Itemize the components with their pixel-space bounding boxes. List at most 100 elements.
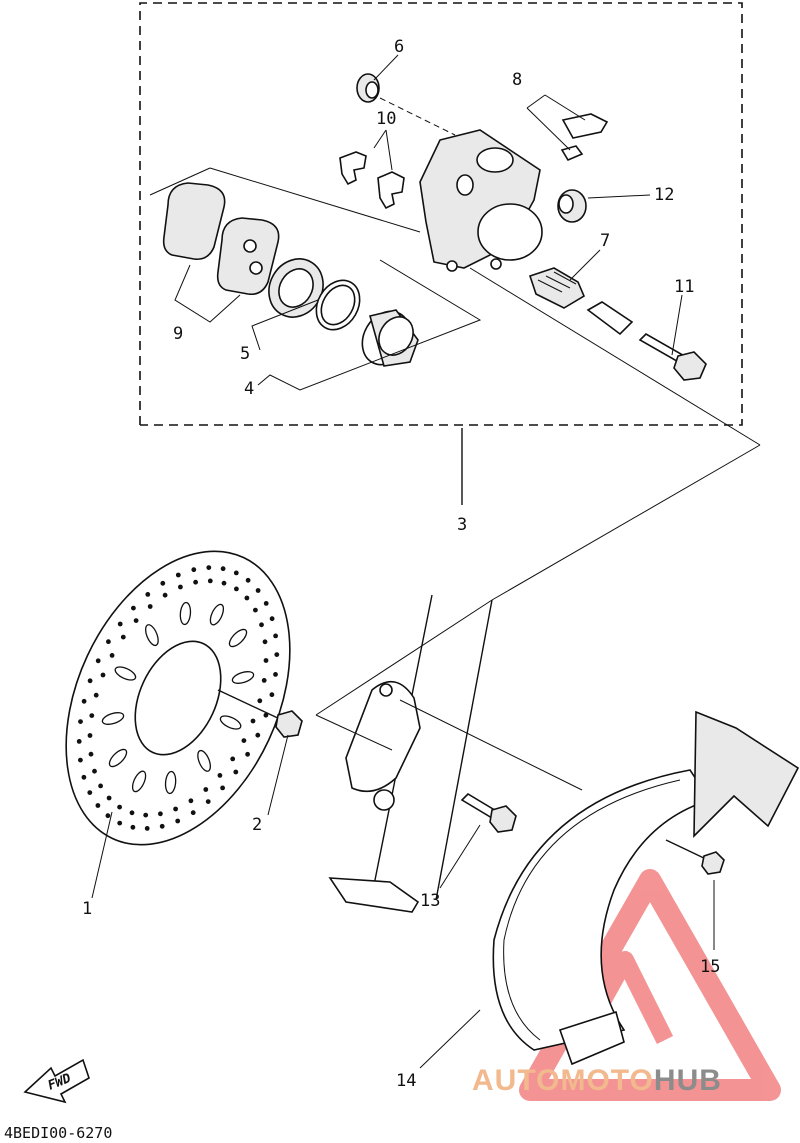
caliper-assembly-boundary xyxy=(139,2,743,505)
disc-hole xyxy=(129,810,135,816)
disc-holes xyxy=(76,565,280,831)
disc-slot xyxy=(114,666,137,681)
disc-hole xyxy=(220,566,226,572)
disc-hole xyxy=(269,692,275,698)
disc-hole xyxy=(234,586,239,592)
label-2: 2 xyxy=(252,815,262,835)
disc-hole xyxy=(274,652,280,657)
disc-hole xyxy=(143,812,149,818)
disc-hole xyxy=(98,783,103,789)
disc-hole xyxy=(100,672,106,678)
disc-hole xyxy=(188,798,194,804)
disc-slot xyxy=(131,770,147,793)
part-5-seals xyxy=(251,258,361,351)
disc-hole xyxy=(191,567,197,573)
disc-hole xyxy=(263,658,269,663)
disc-slot xyxy=(179,601,192,626)
disc-hole xyxy=(120,634,126,640)
disc-hole xyxy=(106,795,112,801)
label-3: 3 xyxy=(457,515,467,535)
disc-slot xyxy=(197,749,211,772)
disc-hole xyxy=(87,678,93,684)
part-4-piston xyxy=(257,259,482,391)
disc-hole xyxy=(190,810,196,816)
disc-hole xyxy=(206,565,212,570)
disc-hole xyxy=(92,768,97,774)
watermark-moto: MOTO xyxy=(560,1064,653,1097)
label-14: 14 xyxy=(396,1071,416,1091)
disc-hole xyxy=(245,751,251,757)
part-14-disc-cover xyxy=(419,710,800,1069)
disc-hole xyxy=(273,633,278,639)
svg-text:AUTOMOTOHUB: AUTOMOTOHUB xyxy=(472,1064,722,1097)
disc-slot xyxy=(164,770,177,795)
disc-hole xyxy=(230,756,236,762)
disc-hole xyxy=(78,757,83,763)
disc-hole xyxy=(178,584,183,590)
disc-slot xyxy=(209,603,225,626)
label-4: 4 xyxy=(244,379,254,399)
part-7-boot xyxy=(528,249,601,309)
disc-hole xyxy=(130,824,136,830)
disc-hole xyxy=(250,718,256,724)
disc-hole xyxy=(259,622,264,628)
disc-hole xyxy=(106,639,111,645)
disc-hole xyxy=(105,813,111,819)
part-6-boot xyxy=(356,54,456,136)
disc-hole xyxy=(147,604,153,609)
disc-hole xyxy=(162,592,168,598)
disc-hole xyxy=(263,712,269,718)
disc-hole xyxy=(273,672,278,677)
disc-slot xyxy=(145,624,159,647)
label-11: 11 xyxy=(674,277,694,297)
disc-hole xyxy=(220,785,226,791)
disc-hole xyxy=(262,639,268,645)
label-1: 1 xyxy=(82,899,92,919)
disc-hole xyxy=(95,803,101,808)
disc-hole xyxy=(133,618,139,623)
disc-hole xyxy=(78,719,83,724)
disc-hole xyxy=(131,605,136,611)
disc-hole xyxy=(117,820,123,826)
part-8-bleed-screw xyxy=(526,94,609,162)
disc-slot xyxy=(231,671,255,684)
part-10-pad-clips xyxy=(339,129,405,210)
disc-hole xyxy=(175,572,181,578)
fork-leg xyxy=(315,444,761,913)
part-labels: 1 2 3 4 5 6 7 8 9 10 11 12 13 14 15 xyxy=(82,37,720,1091)
part-13-bolt xyxy=(439,792,517,889)
disc-hole xyxy=(203,787,209,792)
disc-hole xyxy=(160,580,166,586)
watermark-auto: AUTO xyxy=(472,1064,560,1097)
disc-hole xyxy=(255,588,261,593)
label-8: 8 xyxy=(512,70,522,90)
disc-hole xyxy=(89,713,95,718)
disc-slot xyxy=(101,712,125,725)
disc-slot xyxy=(219,715,242,730)
part-12-sleeve xyxy=(557,189,651,223)
disc-hole xyxy=(257,698,263,704)
label-15: 15 xyxy=(700,957,720,977)
label-10: 10 xyxy=(376,109,396,129)
disc-hole xyxy=(207,578,213,584)
label-13: 13 xyxy=(420,891,440,911)
part-11-bolt xyxy=(638,294,707,381)
pin-sleeve xyxy=(586,301,634,336)
fwd-arrow-icon: FWD xyxy=(23,1058,90,1104)
disc-hole xyxy=(81,774,87,780)
disc-hole xyxy=(175,818,181,824)
disc-hole xyxy=(233,570,239,576)
disc-hole xyxy=(144,826,150,831)
disc-hole xyxy=(269,616,275,622)
label-9: 9 xyxy=(173,324,183,344)
disc-hole xyxy=(117,621,123,627)
disc-slot xyxy=(228,628,248,648)
disc-hole xyxy=(158,811,163,817)
watermark-text: AUTOMOTOHUB xyxy=(472,1064,722,1097)
disc-hole xyxy=(253,607,258,613)
disc-hole xyxy=(95,658,101,664)
disc-hole xyxy=(244,595,250,601)
disc-hole xyxy=(261,678,267,683)
disc-hole xyxy=(193,579,199,585)
disc-hole xyxy=(205,799,211,804)
